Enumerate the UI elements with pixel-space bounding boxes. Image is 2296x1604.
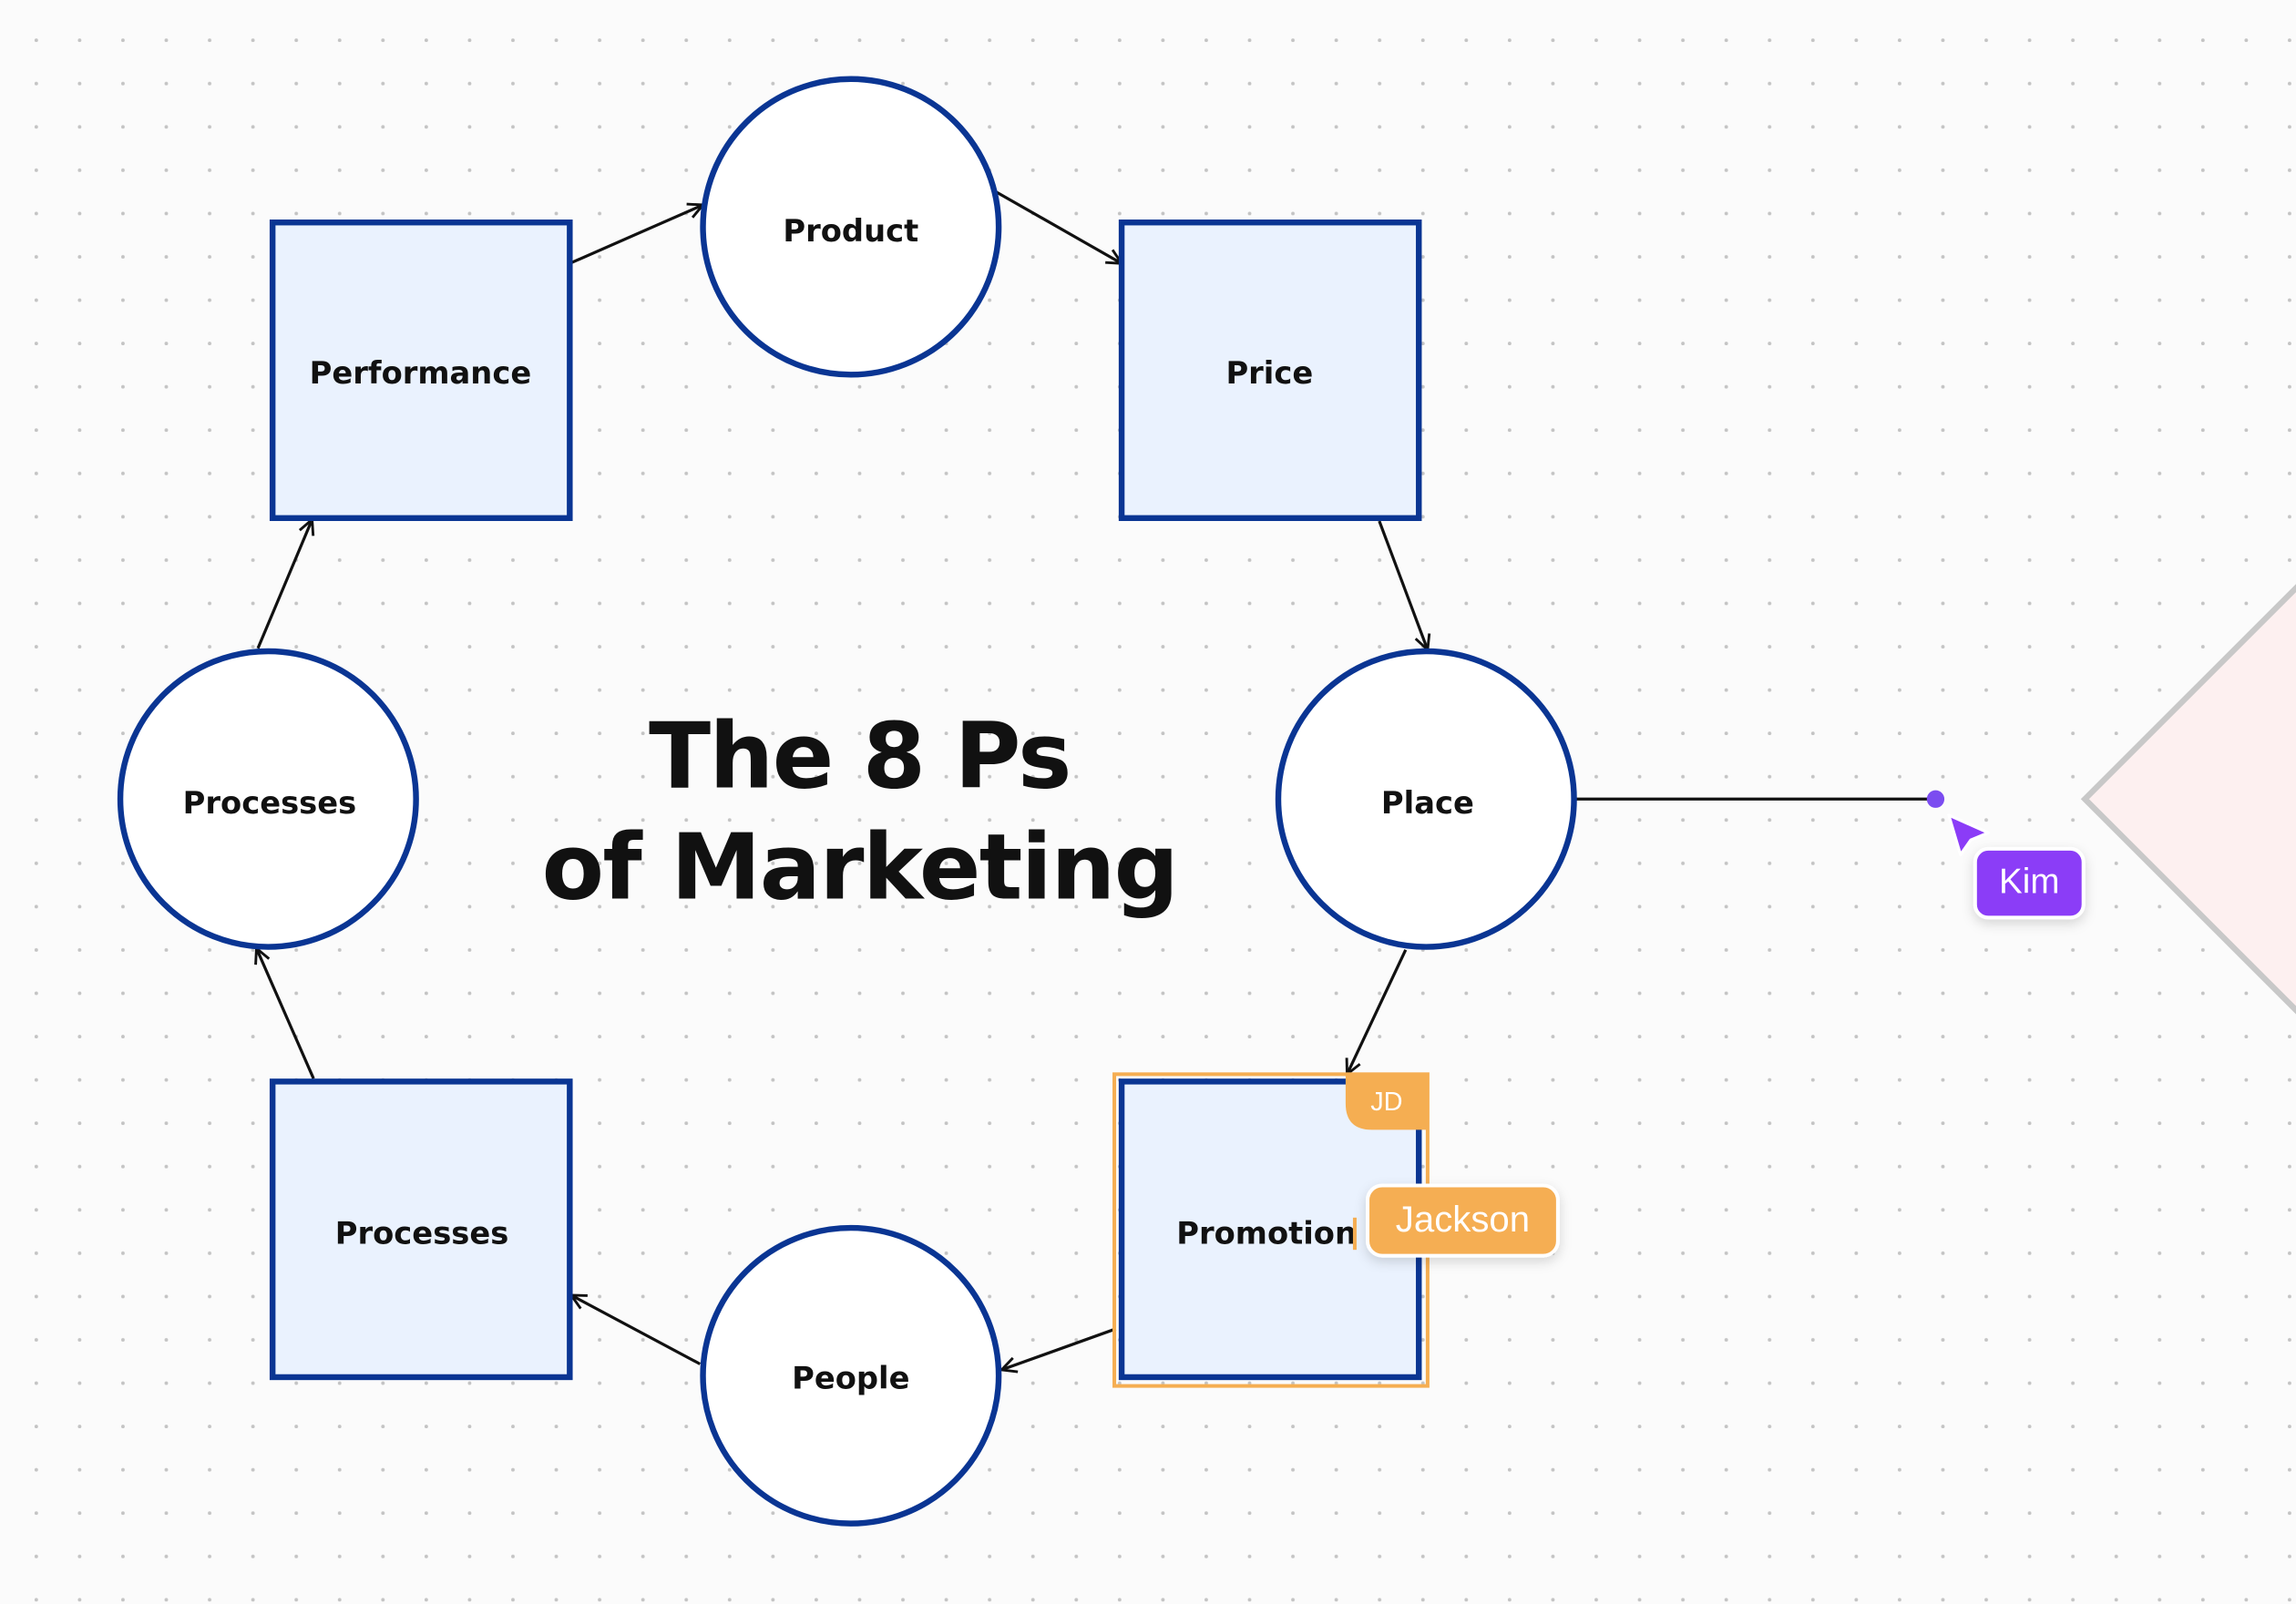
kim-name: Kim: [1999, 863, 2059, 902]
edge-performance-product[interactable]: [569, 205, 702, 265]
kim-cursor-label: [1973, 846, 2086, 920]
connector-endpoint-handle[interactable]: [1926, 790, 1945, 808]
node-label: Price: [1225, 355, 1313, 391]
jackson-cursor-label: [1366, 1183, 1560, 1258]
jd-initials: JD: [1370, 1088, 1402, 1117]
connectors: [256, 190, 1936, 1370]
node-processes-circle[interactable]: Processes: [117, 648, 419, 950]
diagram-title-line1[interactable]: The 8 Ps: [649, 704, 1071, 809]
diamond-shape[interactable]: [2080, 541, 2296, 1057]
jd-avatar-badge: [1345, 1074, 1428, 1130]
edge-people-processes[interactable]: [571, 1295, 702, 1365]
node-label: Place: [1381, 785, 1474, 821]
kim-cursor-icon: [1947, 813, 1990, 856]
jackson-name: Jackson: [1396, 1199, 1530, 1240]
node-processes-square[interactable]: Processes: [269, 1078, 573, 1381]
node-performance[interactable]: Performance: [269, 220, 573, 522]
node-label: Promotion: [1176, 1216, 1357, 1252]
node-product[interactable]: Product: [700, 76, 1002, 378]
node-label: Processes: [335, 1216, 509, 1252]
node-people[interactable]: People: [700, 1224, 1002, 1527]
edge-processes-performance[interactable]: [256, 519, 312, 649]
node-label: Product: [783, 213, 918, 249]
node-label: People: [792, 1361, 909, 1396]
edge-promotion-people[interactable]: [1001, 1327, 1117, 1370]
edge-price-place[interactable]: [1378, 520, 1428, 649]
edge-product-price[interactable]: [995, 190, 1122, 263]
edge-processes-processes[interactable]: [256, 948, 315, 1079]
edge-place-promotion[interactable]: [1348, 949, 1408, 1075]
node-place[interactable]: Place: [1275, 648, 1577, 950]
node-label: Processes: [183, 785, 357, 821]
node-label: Performance: [310, 355, 532, 391]
text-caret: [1352, 1217, 1357, 1251]
node-price[interactable]: Price: [1118, 220, 1422, 522]
diagram-title-line2[interactable]: of Marketing: [542, 816, 1179, 921]
